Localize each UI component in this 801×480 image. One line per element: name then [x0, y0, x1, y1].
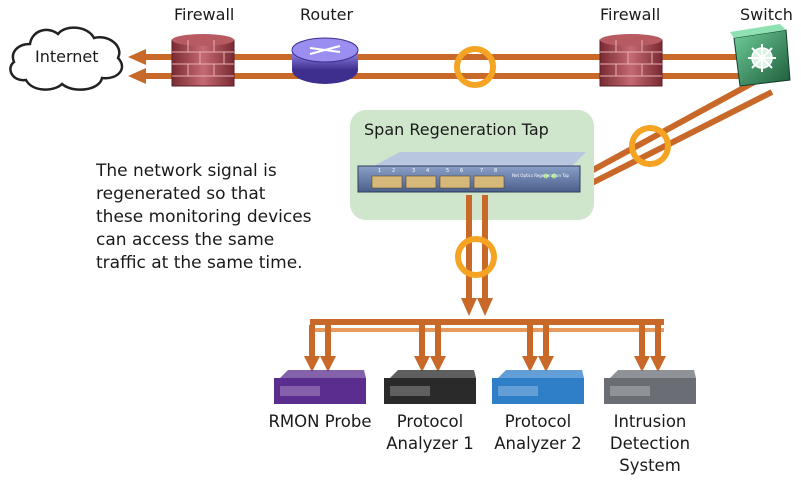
- tap-port-number: 1: [378, 168, 382, 174]
- tap-port-number: 7: [480, 168, 484, 174]
- signal-ring-uplink: [629, 125, 671, 167]
- tap-port-number: 2: [392, 168, 396, 174]
- tap-title: Span Regeneration Tap: [364, 120, 549, 139]
- protocol-analyzer-1-icon: [384, 370, 476, 404]
- tap-port-number: 3: [412, 168, 416, 174]
- drop-analyzer-1: [414, 325, 446, 372]
- router-label: Router: [300, 5, 354, 24]
- ids-label: Intrusion Detection System: [609, 412, 691, 475]
- drop-ids: [634, 325, 666, 372]
- drop-analyzer-2: [522, 325, 554, 372]
- tap-uplink-cables: [580, 77, 774, 191]
- tap-port-number: 8: [494, 168, 498, 174]
- internet-label: Internet: [35, 47, 99, 66]
- firewall-left-label: Firewall: [174, 5, 235, 24]
- firewall-left-icon: [171, 34, 235, 87]
- description-text: The network signal is regenerated so tha…: [96, 161, 312, 273]
- tap-brand-text: Net Optics Regeneration Tap: [512, 173, 570, 178]
- rmon-probe-icon: [274, 370, 366, 404]
- protocol-analyzer-2-icon: [492, 370, 584, 404]
- firewall-right-label: Firewall: [600, 5, 661, 24]
- arrow-to-internet-2: [128, 68, 146, 84]
- firewall-right-icon: [599, 34, 663, 87]
- protocol-analyzer-1-label: Protocol Analyzer 1: [386, 412, 474, 453]
- drop-rmon: [304, 325, 336, 372]
- tap-device-icon: [357, 152, 586, 193]
- rmon-probe-label: RMON Probe: [268, 412, 372, 431]
- switch-icon: [730, 24, 791, 87]
- router-icon: [291, 37, 359, 84]
- monitor-feed-cables: [461, 195, 493, 316]
- tap-port-number: 4: [426, 168, 430, 174]
- tap-port-number: 5: [446, 168, 450, 174]
- signal-ring-backbone: [454, 46, 496, 88]
- intrusion-detection-icon: [604, 370, 696, 404]
- tap-port-number: 6: [460, 168, 464, 174]
- arrow-to-internet: [128, 49, 146, 65]
- signal-ring-feed: [455, 236, 497, 278]
- internet-cloud-icon: [9, 26, 124, 91]
- distribution-bus: [304, 319, 666, 372]
- switch-label: Switch: [740, 5, 793, 24]
- protocol-analyzer-2-label: Protocol Analyzer 2: [494, 412, 582, 453]
